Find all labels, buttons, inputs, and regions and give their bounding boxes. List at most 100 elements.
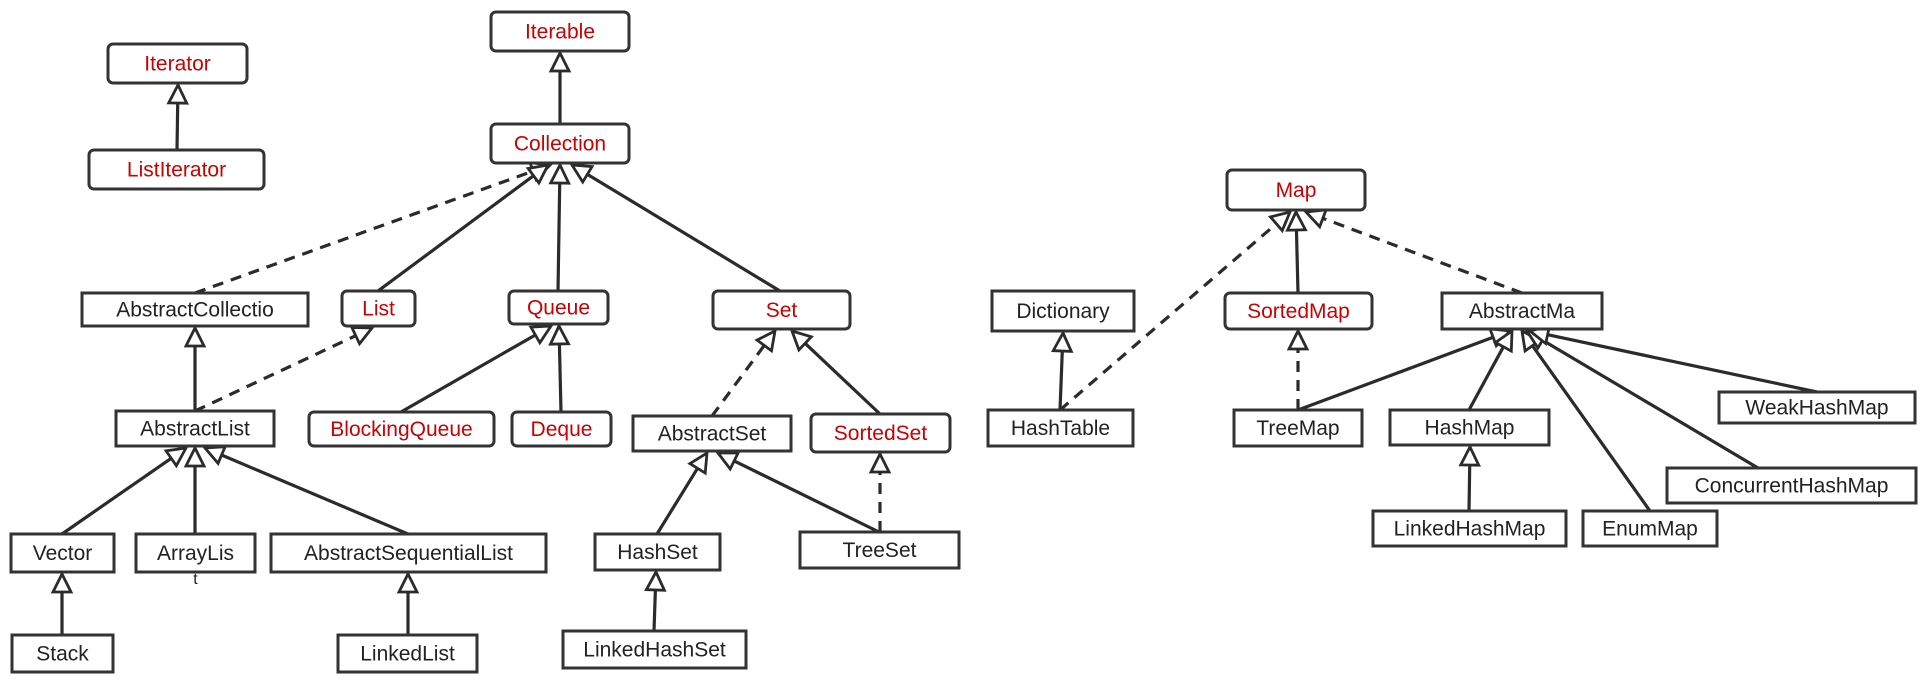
hollow-arrowhead-icon <box>183 444 207 468</box>
node-label: ArrayLis <box>157 542 234 565</box>
node-box <box>106 42 249 85</box>
node-box <box>561 629 748 670</box>
node-label: Collection <box>514 133 606 156</box>
edge-line <box>556 182 562 292</box>
node-label: Set <box>766 299 798 322</box>
node-label: ConcurrentHashMap <box>1695 475 1889 498</box>
edge-line <box>1531 344 1652 512</box>
hollow-arrowhead-icon <box>644 568 667 592</box>
node-linkedlist: LinkedList <box>336 633 479 674</box>
node-label: ListIterator <box>127 159 226 182</box>
edge-line <box>194 169 534 295</box>
edge-treemap-to-sortedmap <box>1286 327 1310 410</box>
node-label: EnumMap <box>1602 518 1698 541</box>
edge-line <box>377 174 535 293</box>
node-box <box>711 289 852 331</box>
node-abstractsequentiallist: AbstractSequentialList <box>269 532 548 574</box>
edge-abstractmap-to-map <box>1303 208 1523 295</box>
edge-line <box>1547 333 1818 394</box>
node-label: SortedSet <box>834 422 928 445</box>
node-hashset: HashSet <box>593 532 722 572</box>
node-label: LinkedHashSet <box>583 639 726 662</box>
edge-abstractlist-to-abstractcollection <box>183 324 207 411</box>
edge-line <box>1541 338 1759 470</box>
node-treeset: TreeSet <box>798 530 961 570</box>
edge-line <box>710 344 766 417</box>
hollow-arrowhead-icon <box>525 163 551 186</box>
node-label: BlockingQueue <box>330 418 472 441</box>
edge-sortedset-to-set <box>789 328 882 416</box>
hollow-arrowhead-icon <box>754 328 777 354</box>
node-box <box>134 532 257 574</box>
edge-line <box>1058 222 1278 412</box>
edge-list-to-collection <box>377 163 551 293</box>
node-box <box>489 122 631 165</box>
hollow-arrowhead-icon <box>183 324 207 348</box>
node-label: Queue <box>527 297 590 320</box>
edge-line <box>194 334 357 413</box>
edge-hashset-to-abstractset <box>655 450 709 535</box>
node-box <box>9 532 116 574</box>
node-treemap: TreeMap <box>1232 408 1364 448</box>
node-abstractset: AbstractSet <box>631 414 793 453</box>
hollow-arrowhead-icon <box>528 324 554 346</box>
edge-sortedmap-to-map <box>1285 208 1308 294</box>
edge-deque-to-queue <box>548 322 571 413</box>
node-box <box>1232 408 1364 448</box>
node-box <box>809 412 952 454</box>
hollow-arrowhead-icon <box>715 451 741 472</box>
node-label: Vector <box>33 542 93 565</box>
node-box <box>336 633 479 674</box>
node-hashmap: HashMap <box>1388 408 1551 447</box>
node-box <box>1717 390 1917 425</box>
hollow-arrowhead-icon <box>1285 208 1308 232</box>
node-box <box>593 532 722 572</box>
node-dictionary: Dictionary <box>990 289 1136 333</box>
node-box <box>307 410 496 448</box>
node-blockingqueue: BlockingQueue <box>307 410 496 448</box>
node-iterable: Iterable <box>489 10 631 53</box>
node-label: Iterable <box>525 21 595 44</box>
node-stack: Stack <box>10 633 115 674</box>
node-list: List <box>340 289 417 328</box>
edge-abstractlist-to-list <box>194 326 375 413</box>
node-box <box>1225 168 1367 212</box>
node-box <box>510 410 613 448</box>
node-sortedmap: SortedMap <box>1223 291 1374 331</box>
node-label: TreeSet <box>843 539 917 562</box>
node-abstractcollection: AbstractCollectio <box>80 291 310 328</box>
node-label: AbstractSet <box>658 423 767 446</box>
edge-line <box>1058 350 1064 411</box>
node-deque: Deque <box>510 410 613 448</box>
node-linkedhashset: LinkedHashSet <box>561 629 748 670</box>
node-label: Deque <box>531 418 593 441</box>
edge-stack-to-vector <box>50 570 74 635</box>
edge-vector-to-abstractlist <box>61 446 189 536</box>
hollow-arrowhead-icon <box>1458 443 1481 467</box>
edge-blockingqueue-to-queue <box>400 324 554 414</box>
edge-line <box>733 459 880 534</box>
hollow-arrowhead-icon <box>548 49 572 73</box>
hollow-arrowhead-icon <box>569 163 595 185</box>
node-box <box>798 530 961 570</box>
hollow-arrowhead-icon <box>868 450 892 474</box>
node-label-overflow: t <box>193 571 198 588</box>
node-listiterator: ListIterator <box>87 148 266 191</box>
node-hashtable: HashTable <box>986 408 1135 448</box>
edge-linkedhashmap-to-hashmap <box>1458 443 1481 512</box>
node-box <box>1440 291 1604 331</box>
node-label: HashMap <box>1425 417 1515 440</box>
node-abstractmap: AbstractMa <box>1440 291 1604 331</box>
node-box <box>489 10 631 53</box>
node-weakhashmap: WeakHashMap <box>1717 390 1917 425</box>
node-abstractlist: AbstractList <box>114 409 276 448</box>
edge-line <box>400 333 537 414</box>
edge-line <box>652 589 657 632</box>
node-label: Dictionary <box>1016 300 1110 323</box>
node-label: AbstractList <box>140 418 250 441</box>
edge-hashtable-to-dictionary <box>1050 329 1074 411</box>
edge-line <box>655 467 699 535</box>
hollow-arrowhead-icon <box>349 326 375 347</box>
node-iterator: Iterator <box>106 42 249 85</box>
